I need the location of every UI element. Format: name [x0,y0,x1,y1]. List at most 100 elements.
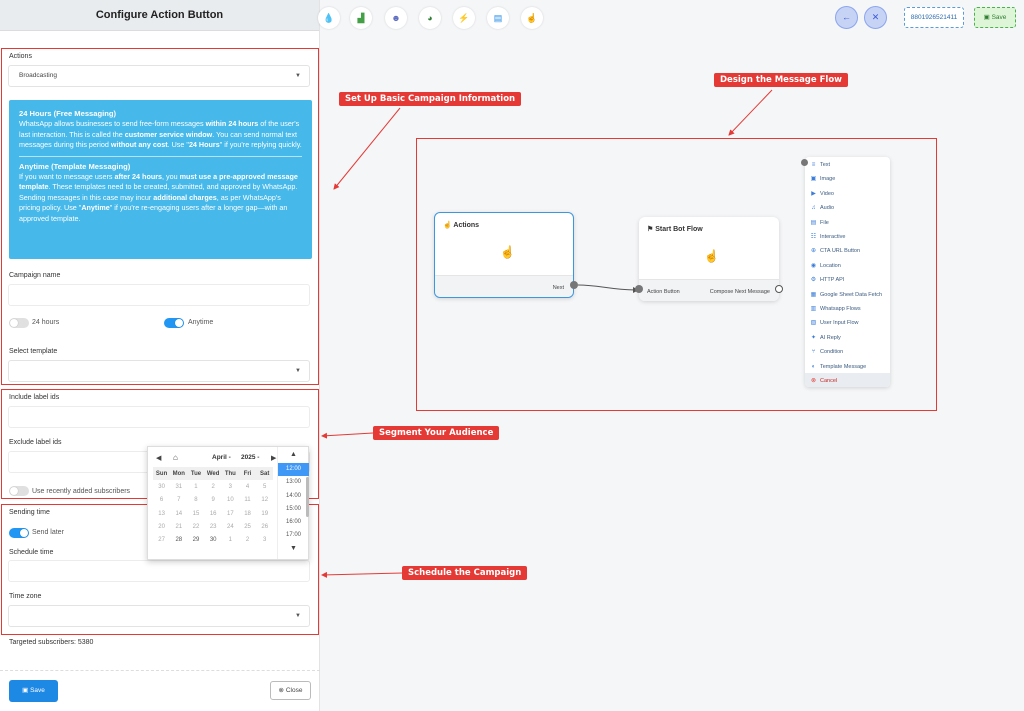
chat-icon[interactable]: ◕ [419,7,441,29]
calendar-day[interactable]: 2 [211,483,215,490]
calendar-day[interactable]: 12 [261,497,269,504]
calendar-day[interactable]: 28 [175,537,183,544]
calendar-day[interactable]: 30 [209,537,217,544]
next-port[interactable] [570,281,578,289]
menu-item-text[interactable]: ≡Text [810,158,830,172]
calendar-day[interactable]: 10 [227,497,234,504]
calendar-day[interactable]: 7 [177,497,181,504]
calendar-day[interactable]: 26 [261,523,269,530]
back-arrow-icon[interactable]: ← [835,6,858,29]
include-label-ids-input[interactable] [8,406,310,428]
calendar-day[interactable]: 3 [263,537,267,544]
cta-icon: ⊕ [810,248,817,255]
template-select[interactable]: ▼ [8,360,310,382]
calendar-day[interactable]: 1 [194,483,198,490]
time-option[interactable]: 16:00 [285,519,301,526]
menu-item-video[interactable]: ▶Video [810,187,834,201]
user-input-icon: ▧ [810,320,817,327]
menu-item-ai-reply[interactable]: ✦AI Reply [810,331,841,345]
flow-save-button[interactable]: ▣ Save [974,7,1016,28]
calendar-day[interactable]: 5 [263,483,267,490]
menu-item-interactive[interactable]: ☷Interactive [810,230,846,244]
calendar-day[interactable]: 1 [228,537,233,544]
time-option[interactable]: 17:00 [285,532,301,539]
fit-view-icon[interactable]: ✕ [864,6,887,29]
menu-item-file[interactable]: ▤File [810,216,829,230]
schedule-time-input[interactable] [8,560,310,582]
calendar-day[interactable]: 25 [244,523,251,530]
time-up-icon[interactable]: ▲ [290,451,297,458]
chart-icon[interactable]: ▟ [350,7,372,29]
time-option[interactable]: 15:00 [285,505,301,512]
time-option[interactable]: 13:00 [285,479,301,486]
calendar-day[interactable]: 27 [158,537,165,544]
actions-select[interactable]: Broadcasting ▼ [8,65,310,87]
drop-icon[interactable]: 💧 [318,7,340,29]
calendar-day[interactable]: 8 [194,497,198,504]
message-type-menu: ≡Text▣Image▶Video♫Audio▤File☷Interactive… [801,157,890,388]
compose-port[interactable] [775,285,783,293]
home-icon[interactable]: ⌂ [173,453,178,462]
calendar-day[interactable]: 4 [245,483,250,490]
menu-item-audio[interactable]: ♫Audio [810,201,834,215]
sheet-icon[interactable]: ▤ [487,7,509,29]
calendar-day[interactable]: 31 [175,483,183,490]
time-down-icon[interactable]: ▼ [290,544,297,552]
menu-item-whatsapp-flows[interactable]: ▥Whatsapp Flows [810,302,861,316]
input-port[interactable] [635,285,643,293]
time-option[interactable]: 12:00 [278,463,309,477]
calendar-day[interactable]: 22 [192,523,200,530]
calendar-day[interactable]: 9 [211,497,215,504]
toggle-send-later[interactable] [9,528,29,538]
calendar-day[interactable]: 24 [227,523,234,530]
robot-icon[interactable]: ☻ [385,7,407,29]
calendar-day[interactable]: 13 [158,510,165,517]
time-option[interactable]: 14:00 [285,492,301,499]
prev-month-icon[interactable]: ◀ [156,455,162,462]
time-scrollbar[interactable] [306,477,309,517]
calendar-day[interactable]: 30 [158,483,165,490]
calendar-day[interactable]: 14 [175,510,183,517]
save-button[interactable]: ▣ Save [9,680,58,702]
calendar-day[interactable]: 21 [175,523,183,530]
calendar-day[interactable]: 18 [244,510,251,517]
calendar-month[interactable]: April - [212,454,231,461]
campaign-name-input[interactable] [8,284,310,306]
calendar-day[interactable]: 15 [192,510,200,517]
menu-item-location[interactable]: ◉Location [810,259,841,273]
calendar-day[interactable]: 3 [228,483,233,490]
plug-icon[interactable]: ⚡ [453,7,475,29]
menu-item-condition[interactable]: ⑂Condition [810,345,844,359]
menu-item-cancel[interactable]: ⊗Cancel [810,374,837,388]
actions-node[interactable]: ☝ Actions ☝ Next [434,212,578,298]
menu-port[interactable] [801,159,808,166]
next-month-icon[interactable]: ▶ [271,455,277,462]
calendar-day[interactable]: 17 [227,510,234,517]
calendar-day[interactable]: 20 [158,523,165,530]
menu-item-image[interactable]: ▣Image [810,172,836,186]
calendar-day[interactable]: 6 [159,497,164,504]
phone-number-button[interactable]: 8801926521411 [904,7,964,28]
calendar-day[interactable]: 11 [244,497,251,504]
menu-item-http-api[interactable]: ⚙HTTP API [810,273,845,287]
calendar-day[interactable]: 29 [192,537,200,544]
menu-item-template-message[interactable]: ◐Template Message [810,360,866,374]
toggle-recent-subscribers[interactable] [9,486,29,496]
actions-select-value: Broadcasting [19,72,57,79]
menu-item-google-sheet-data-fetch[interactable]: ▦Google Sheet Data Fetch [810,288,882,302]
time-zone-select[interactable]: ▼ [8,605,310,627]
menu-item-cta-url-button[interactable]: ⊕CTA URL Button [810,244,860,258]
calendar-day[interactable]: 16 [209,510,217,517]
pointer-icon[interactable]: ☝ [521,7,543,29]
start-bot-flow-node[interactable]: ⚑ Start Bot Flow ☝ Action Button Compose… [635,217,783,301]
toggle-24-hours[interactable] [9,318,29,328]
calendar-year[interactable]: 2025 - [241,454,260,461]
chevron-down-icon: ▼ [295,613,301,619]
close-button[interactable]: ⊗ Close [270,681,311,700]
menu-item-user-input-flow[interactable]: ▧User Input Flow [810,316,859,330]
calendar-day[interactable]: 19 [261,510,269,517]
recent-subscribers-label: Use recently added subscribers [32,488,131,495]
calendar-day[interactable]: 2 [245,537,250,544]
toggle-anytime[interactable] [164,318,184,328]
calendar-day[interactable]: 23 [209,523,217,530]
